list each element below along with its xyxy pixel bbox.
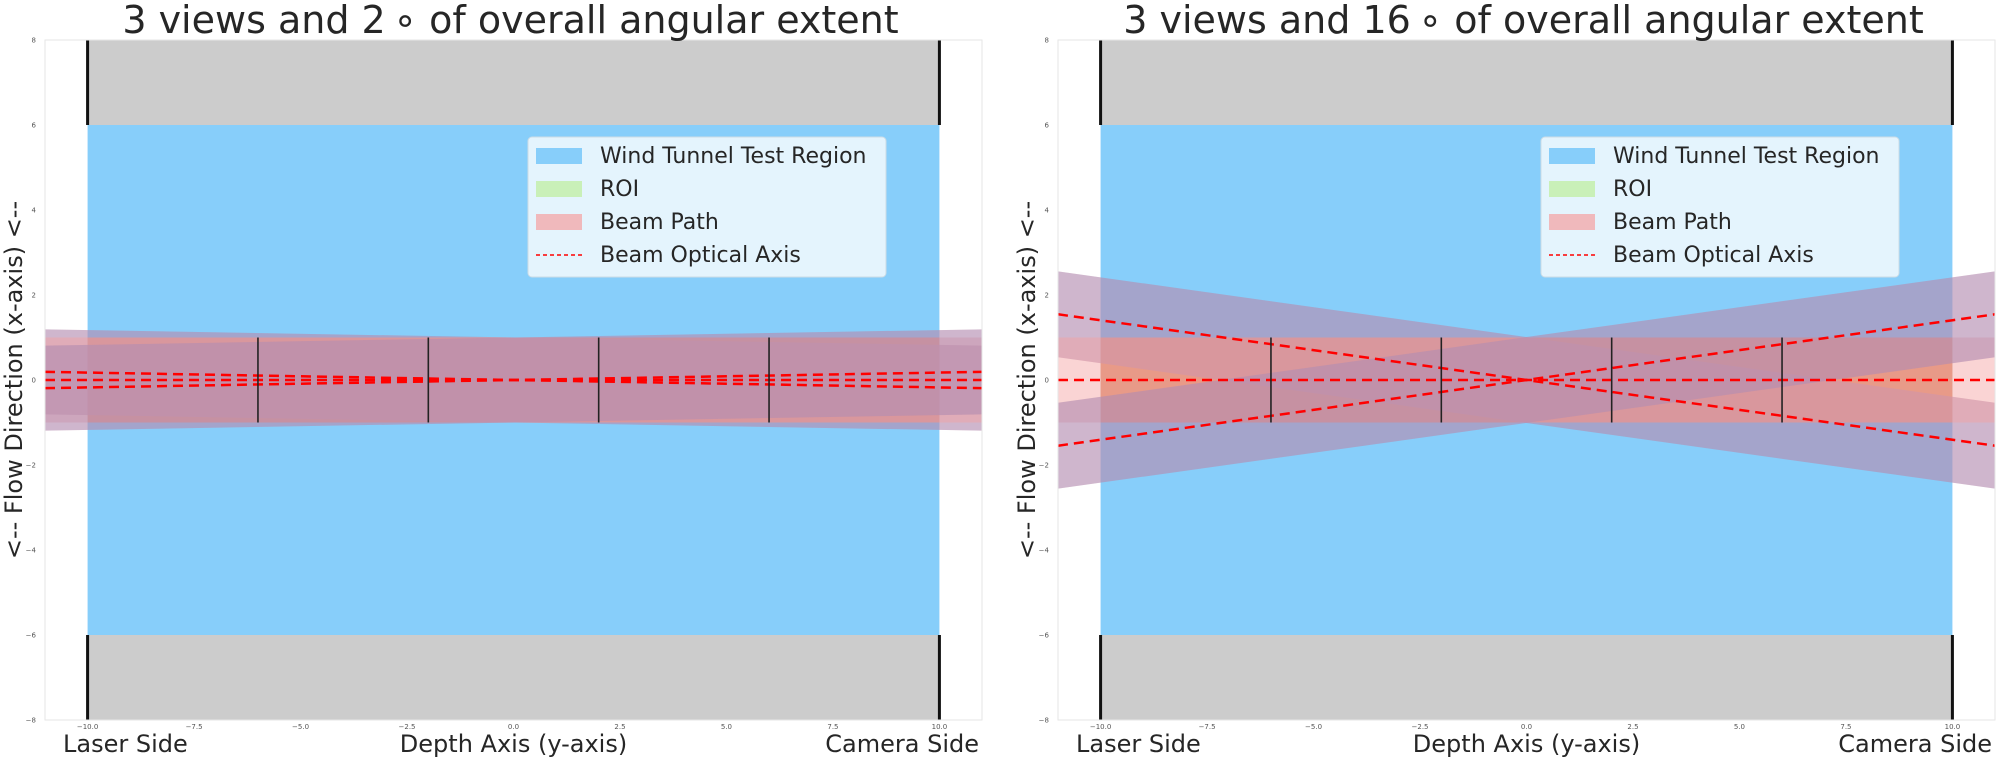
x-tick-label: 7.5 — [827, 723, 838, 731]
x-tick-label: 2.5 — [1627, 723, 1638, 731]
gray-band-bottom — [87, 635, 940, 720]
legend-swatch-2 — [536, 181, 582, 197]
laser-side-label: Laser Side — [1076, 730, 1201, 758]
y-tick-label: −4 — [1039, 547, 1050, 555]
legend-label-2: ROI — [1613, 177, 1652, 202]
x-axis-label: Depth Axis (y-axis) — [400, 730, 627, 758]
legend-swatch-1 — [536, 148, 582, 164]
y-tick-label: −6 — [26, 632, 37, 640]
chart-title: 3 views and 16 ∘ of overall angular exte… — [1123, 0, 1924, 42]
y-tick-label: 4 — [1045, 207, 1050, 215]
x-tick-label: 7.5 — [1840, 723, 1851, 731]
camera-side-label: Camera Side — [825, 730, 979, 758]
x-tick-label: −10.0 — [77, 723, 98, 731]
legend-label-4: Beam Optical Axis — [1613, 243, 1814, 268]
y-tick-label: −8 — [26, 717, 36, 725]
legend-label-1: Wind Tunnel Test Region — [1613, 144, 1879, 169]
y-tick-label: 6 — [1045, 122, 1050, 130]
y-tick-label: −2 — [1039, 462, 1049, 470]
y-tick-label: 0 — [32, 377, 36, 385]
y-axis-label: <-- Flow Direction (x-axis) <-- — [0, 201, 28, 559]
beam-optical-axis-3 — [45, 370, 982, 390]
legend-swatch-1 — [1549, 148, 1595, 164]
legend-swatch-2 — [1549, 181, 1595, 197]
y-tick-label: 8 — [1045, 37, 1049, 45]
x-tick-label: 10.0 — [1945, 723, 1961, 731]
y-tick-label: 2 — [1045, 292, 1049, 300]
y-tick-label: 4 — [32, 207, 37, 215]
legend-label-2: ROI — [600, 177, 639, 202]
plot-area — [1058, 40, 1995, 720]
gray-band-top — [1100, 40, 1953, 125]
x-tick-label: 5.0 — [721, 723, 732, 731]
y-tick-label: −6 — [1039, 632, 1050, 640]
legend-label-4: Beam Optical Axis — [600, 243, 801, 268]
y-tick-label: 2 — [32, 292, 36, 300]
x-tick-label: −5.0 — [292, 723, 309, 731]
chart-title: 3 views and 2 ∘ of overall angular exten… — [122, 0, 898, 42]
x-tick-label: 2.5 — [614, 723, 625, 731]
y-tick-label: 6 — [32, 122, 37, 130]
axes-frame — [44, 39, 983, 721]
beam-optical-axis-3 — [1058, 313, 1995, 447]
x-tick-label: −7.5 — [186, 723, 203, 731]
axes-frame — [1057, 39, 1996, 721]
y-tick-label: −4 — [26, 547, 37, 555]
y-tick-label: −8 — [1039, 717, 1049, 725]
camera-side-label: Camera Side — [1838, 730, 1992, 758]
x-axis-label: Depth Axis (y-axis) — [1413, 730, 1640, 758]
x-tick-label: −2.5 — [1412, 723, 1429, 731]
y-axis-label: <-- Flow Direction (x-axis) <-- — [1013, 201, 1041, 559]
legend-label-3: Beam Path — [600, 210, 719, 235]
panel-1: −10.0 −7.5 −5.0 −2.5 0.0 2.5 5.0 7.5 10.0 −8 −6 −4 −… — [0, 0, 983, 758]
gray-band-top — [87, 40, 940, 125]
x-tick-label: 0.0 — [1521, 723, 1532, 731]
legend-box — [527, 136, 887, 278]
legend-label-1: Wind Tunnel Test Region — [600, 144, 866, 169]
panel-2: −10.0 −7.5 −5.0 −2.5 0.0 2.5 5.0 7.5 10.0 −8 −6 −4 −… — [1013, 0, 1996, 758]
x-tick-label: −7.5 — [1199, 723, 1216, 731]
legend-swatch-3 — [1549, 214, 1595, 230]
legend-box — [1540, 136, 1900, 278]
y-tick-label: 0 — [1045, 377, 1049, 385]
gray-band-bottom — [1100, 635, 1953, 720]
x-tick-label: −10.0 — [1090, 723, 1111, 731]
y-tick-label: −2 — [26, 462, 36, 470]
plot-area — [45, 40, 982, 720]
y-tick-label: 8 — [32, 37, 36, 45]
legend-label-3: Beam Path — [1613, 210, 1732, 235]
x-tick-label: −5.0 — [1305, 723, 1322, 731]
x-tick-label: 0.0 — [508, 723, 519, 731]
laser-side-label: Laser Side — [63, 730, 188, 758]
x-tick-label: 5.0 — [1734, 723, 1745, 731]
x-tick-label: 10.0 — [932, 723, 948, 731]
legend-swatch-3 — [536, 214, 582, 230]
x-tick-label: −2.5 — [399, 723, 416, 731]
